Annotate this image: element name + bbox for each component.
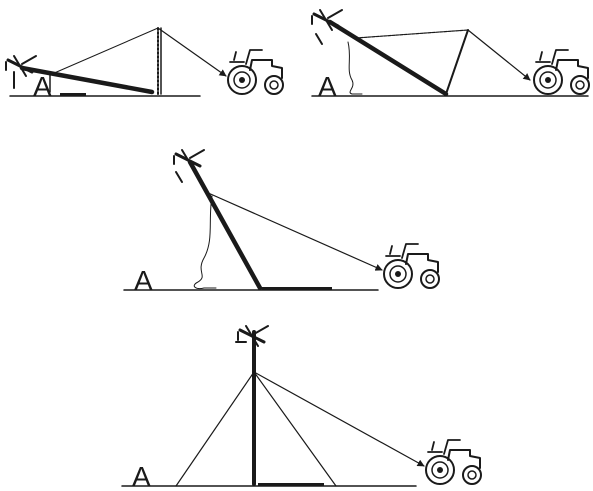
tractor-icon — [227, 49, 284, 95]
cable-coil-icon — [193, 195, 217, 289]
stage-4-panel: A — [121, 324, 482, 491]
cable-lines — [51, 27, 227, 77]
dragged-cable — [262, 287, 332, 290]
anchor-label: A — [33, 71, 52, 102]
stage-1-panel: A — [4, 27, 284, 102]
cable-lines — [205, 191, 383, 271]
dragged-cable — [258, 483, 324, 486]
tower — [327, 19, 449, 97]
gin-pole-icon — [157, 27, 162, 95]
stage-3-panel: A — [123, 148, 440, 296]
tractor-icon — [425, 439, 482, 485]
cable-coil-icon — [347, 41, 363, 95]
anchor-label: A — [132, 461, 151, 491]
tower — [19, 65, 155, 95]
tractor-icon — [383, 243, 440, 289]
anchor-label: A — [318, 71, 337, 102]
wind-turbine-icon — [172, 148, 206, 183]
cable-lines — [355, 29, 531, 81]
anchor-label: A — [134, 265, 153, 296]
wind-turbine-icon — [4, 54, 38, 89]
gin-pole-icon — [445, 29, 469, 95]
tower — [187, 159, 263, 291]
tractor-icon — [533, 49, 590, 95]
wind-turbine-icon — [235, 324, 270, 348]
cable-coil-icon — [60, 93, 86, 96]
wind-turbine-icon — [310, 8, 344, 45]
guy-wire-icon — [175, 371, 337, 487]
cable-lines — [253, 371, 425, 467]
stage-2-panel: A — [310, 8, 590, 102]
